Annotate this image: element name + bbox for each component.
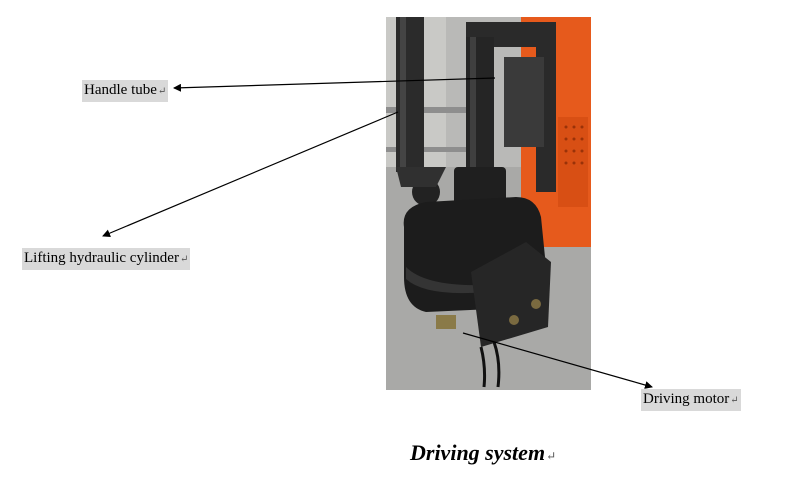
cover-bolt (531, 299, 541, 309)
side-cover-plate (471, 242, 551, 347)
cylinder-arrow (102, 111, 399, 237)
label-lifting-cylinder: Lifting hydraulic cylinder↵ (22, 248, 191, 270)
motor-fitting (436, 315, 456, 329)
label-driving-motor: Driving motor↵ (641, 389, 741, 411)
figure-caption: Driving system↵ (410, 440, 556, 466)
driving-system-photo (386, 17, 591, 390)
handle-joint (396, 167, 446, 187)
background-rail-lower (386, 147, 466, 152)
bracket-plate (504, 57, 544, 147)
driving-system-illustration (386, 17, 591, 390)
handle-tube-highlight (400, 17, 406, 172)
label-lifting-cylinder-text: Lifting hydraulic cylinder (24, 250, 179, 266)
vent-holes (564, 125, 584, 165)
paragraph-mark: ↵ (730, 395, 739, 406)
cylinder-collar (454, 167, 506, 207)
label-handle-tube-text: Handle tube (84, 82, 157, 98)
figure-caption-text: Driving system (410, 440, 546, 465)
background-rail (386, 107, 466, 113)
paragraph-mark: ↵ (546, 449, 557, 463)
label-handle-tube: Handle tube↵ (82, 80, 169, 102)
paragraph-mark: ↵ (179, 254, 189, 265)
paragraph-mark: ↵ (157, 86, 167, 97)
cover-bolt (509, 315, 519, 325)
cylinder-rod-highlight (470, 37, 476, 197)
label-driving-motor-text: Driving motor (643, 391, 730, 407)
housing-ridge (406, 267, 486, 294)
